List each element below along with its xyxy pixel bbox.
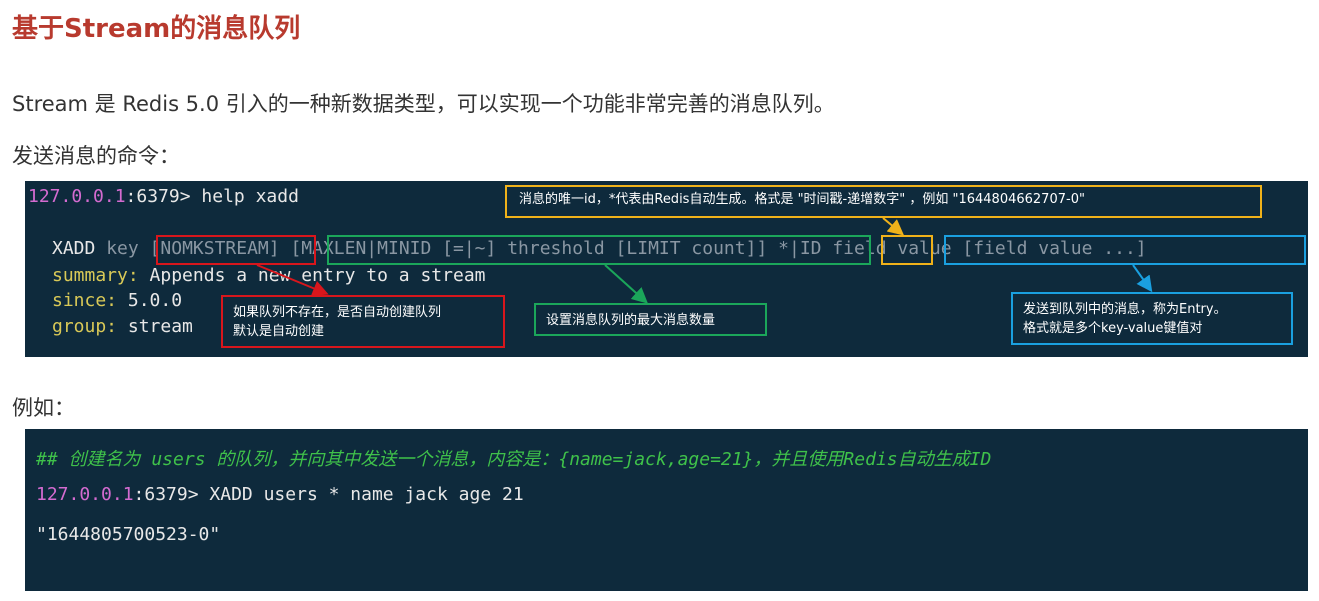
id-highlight: [881, 235, 933, 265]
example-label: 例如：: [12, 396, 75, 420]
prompt-ip: 127.0.0.1: [28, 186, 126, 207]
annotation-arrows: [256, 217, 1153, 304]
example-terminal: ## 创建名为 users 的队列，并向其中发送一个消息，内容是：{name=j…: [25, 429, 1308, 591]
syntax-maxlen: [MAXLEN|MINID [=|~] threshold [LIMIT cou…: [290, 238, 768, 259]
since-value: 5.0.0: [127, 290, 183, 311]
id-arrow: [882, 217, 905, 236]
since-line: since: 5.0.0: [52, 290, 182, 311]
fields-highlight: [944, 235, 1306, 265]
summary-key: summary:: [52, 265, 139, 286]
help-xadd-terminal: 127.0.0.1:6379> help xadd XADD key [NOMK…: [25, 181, 1308, 357]
terminal-prompt-line: 127.0.0.1:6379> help xadd: [28, 186, 299, 207]
group-value: stream: [127, 316, 193, 337]
syntax-key: key: [106, 238, 139, 259]
nomkstream-annotation: 如果队列不存在，是否自动创建队列 默认是自动创建: [221, 295, 505, 348]
example-comment: ## 创建名为 users 的队列，并向其中发送一个消息，内容是：{name=j…: [36, 449, 992, 470]
page-title: 基于Stream的消息队列: [12, 14, 301, 44]
xadd-syntax-line: XADD key [NOMKSTREAM] [MAXLEN|MINID [=|~…: [52, 238, 1147, 259]
maxlen-highlight: [327, 235, 871, 265]
example-prompt-line: 127.0.0.1:6379> XADD users * name jack a…: [36, 484, 524, 505]
fields-arrow: [1132, 264, 1153, 293]
group-key: group:: [52, 316, 118, 337]
maxlen-annotation: 设置消息队列的最大消息数量: [534, 303, 767, 336]
send-command-label: 发送消息的命令：: [12, 144, 180, 168]
syntax-cmd: XADD: [52, 238, 96, 259]
syntax-pipe: |: [788, 238, 800, 259]
nomkstream-highlight: [156, 235, 316, 265]
nomkstream-arrow: [256, 264, 329, 296]
syntax-nomkstream: [NOMKSTREAM]: [149, 238, 280, 259]
example-result: "1644805700523-0": [36, 524, 221, 545]
group-line: group: stream: [52, 316, 193, 337]
example-command: :6379> XADD users * name jack age 21: [133, 484, 524, 505]
prompt-command: :6379> help xadd: [125, 186, 299, 207]
example-prompt-ip: 127.0.0.1: [36, 484, 134, 505]
syntax-id: ID: [799, 238, 822, 259]
syntax-fields: field value [field value ...]: [832, 238, 1147, 259]
summary-line: summary: Appends a new entry to a stream: [52, 265, 486, 286]
syntax-star: *: [778, 238, 789, 259]
id-annotation: 消息的唯一id，*代表由Redis自动生成。格式是 "时间戳-递增数字" ，例如…: [505, 185, 1262, 218]
maxlen-arrow: [604, 264, 648, 304]
intro-paragraph: Stream 是 Redis 5.0 引入的一种新数据类型，可以实现一个功能非常…: [12, 92, 835, 116]
fields-annotation: 发送到队列中的消息，称为Entry。 格式就是多个key-value键值对: [1011, 292, 1293, 345]
since-key: since:: [52, 290, 118, 311]
summary-value: Appends a new entry to a stream: [149, 265, 486, 286]
